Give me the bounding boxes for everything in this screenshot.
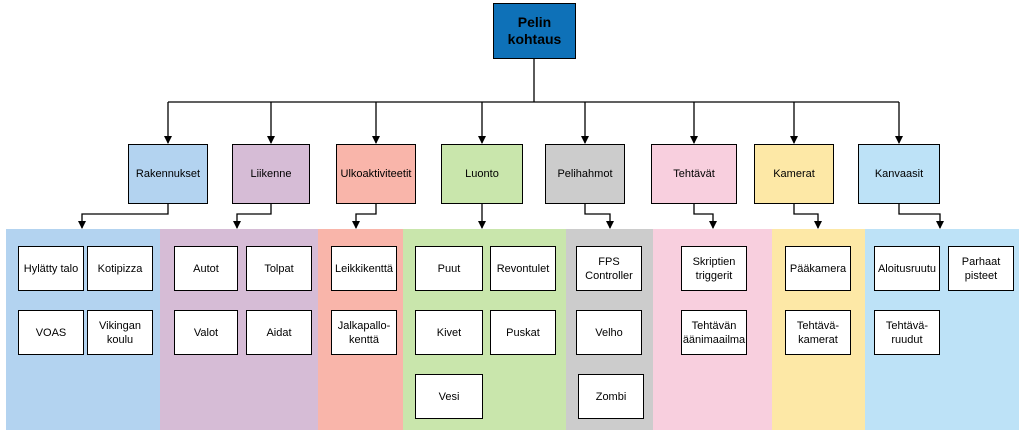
category-tehtavat: Tehtävät: [651, 144, 737, 204]
leaf-tehtavaruudut: Tehtävä- ruudut: [874, 310, 940, 355]
category-kanvaasit: Kanvaasit: [858, 144, 940, 204]
leaf-aloitusruutu: Aloitusruutu: [874, 246, 940, 291]
root-node: Pelin kohtaus: [493, 3, 576, 59]
leaf-jalkapallokentta: Jalkapallo- kenttä: [331, 310, 397, 355]
leaf-puskat: Puskat: [490, 310, 556, 355]
leaf-vesi: Vesi: [415, 374, 483, 419]
leaf-tehtavan-aanimaailma: Tehtävän äänimaailma: [681, 310, 747, 355]
category-kamerat: Kamerat: [754, 144, 834, 204]
leaf-paakamera: Pääkamera: [785, 246, 851, 291]
leaf-revontulet: Revontulet: [490, 246, 556, 291]
leaf-vikingan-koulu: Vikingan koulu: [87, 310, 153, 355]
leaf-puut: Puut: [415, 246, 483, 291]
category-liikenne: Liikenne: [232, 144, 310, 204]
category-pelihahmot: Pelihahmot: [545, 144, 625, 204]
leaf-hylatty-talo: Hylätty talo: [18, 246, 84, 291]
leaf-voas: VOAS: [18, 310, 84, 355]
category-rakennukset: Rakennukset: [128, 144, 208, 204]
category-luonto: Luonto: [441, 144, 523, 204]
leaf-valot: Valot: [174, 310, 238, 355]
leaf-aidat: Aidat: [246, 310, 312, 355]
leaf-autot: Autot: [174, 246, 238, 291]
leaf-velho: Velho: [576, 310, 642, 355]
category-ulkoaktiviteetit: Ulkoaktiviteetit: [336, 144, 416, 204]
leaf-kotipizza: Kotipizza: [87, 246, 153, 291]
leaf-skriptien-triggerit: Skriptien triggerit: [681, 246, 747, 291]
leaf-kivet: Kivet: [415, 310, 483, 355]
leaf-parhaat-pisteet: Parhaat pisteet: [948, 246, 1014, 291]
leaf-tolpat: Tolpat: [246, 246, 312, 291]
leaf-leikkikentta: Leikkikenttä: [331, 246, 397, 291]
leaf-tehtavakamerat: Tehtävä- kamerat: [785, 310, 851, 355]
leaf-fps-controller: FPS Controller: [576, 246, 642, 291]
leaf-zombi: Zombi: [578, 374, 644, 419]
